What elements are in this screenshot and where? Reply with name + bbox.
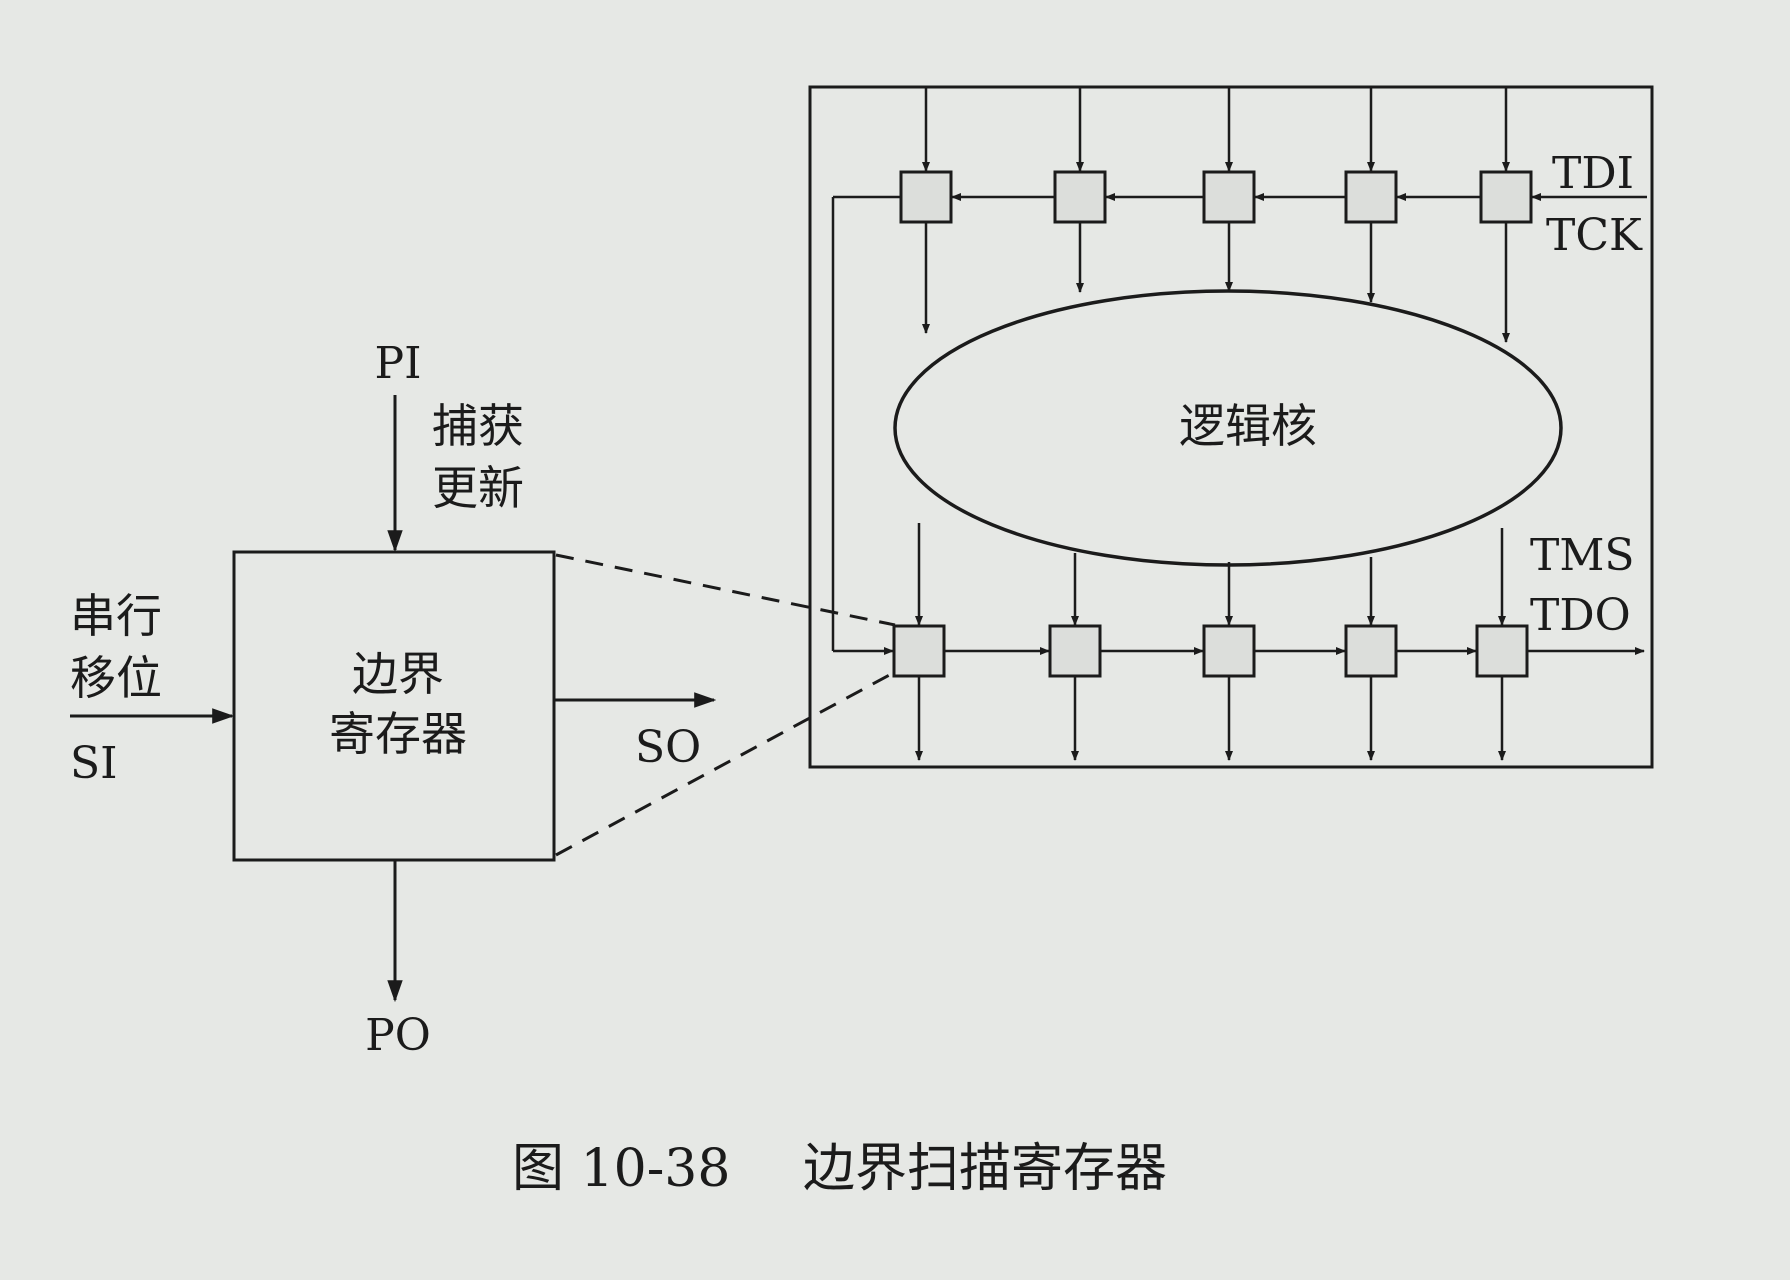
boundary-cell-bottom [892, 624, 946, 678]
so-label: SO [635, 722, 701, 773]
boundary-cells [892, 170, 1533, 678]
logic-core-label: 逻辑核 [1179, 399, 1317, 453]
tms-label: TMS [1530, 530, 1635, 581]
boundary-register-block: 边界 寄存器 PI 捕获 更新 串行 移位 SI SO PO [70, 338, 717, 1061]
si-label: SI [70, 738, 118, 789]
boundary-cell-bottom [1475, 624, 1529, 678]
chip-block: 逻辑核 TDI TCK TMS TDO [808, 85, 1654, 769]
zoom-dashed-line-top [555, 553, 896, 627]
figure-title: 边界扫描寄存器 [803, 1139, 1167, 1199]
boundary-cell-bottom [1202, 624, 1256, 678]
boundary-register-label-line2: 寄存器 [329, 707, 467, 761]
boundary-cell-bottom [1048, 624, 1102, 678]
pi-label: PI [375, 338, 422, 389]
boundary-cell-bottom [1344, 624, 1398, 678]
po-label: PO [365, 1010, 431, 1061]
boundary-cell-top [1344, 170, 1398, 224]
boundary-register-label-line1: 边界 [352, 647, 444, 701]
figure-caption: 图 10-38 边界扫描寄存器 [512, 1139, 1167, 1199]
boundary-cell-top [1202, 170, 1256, 224]
shift-label: 移位 [70, 651, 162, 705]
tdo-label: TDO [1530, 590, 1631, 641]
boundary-cell-top [1479, 170, 1533, 224]
tck-label: TCK [1546, 210, 1643, 261]
capture-label: 捕获 [432, 399, 524, 453]
zoom-dashed-line-bottom [555, 670, 896, 857]
figure-number: 图 10-38 [512, 1139, 730, 1199]
boundary-cell-top [1053, 170, 1107, 224]
update-label: 更新 [432, 461, 524, 515]
scan-wires [831, 87, 1647, 761]
serial-label: 串行 [70, 589, 162, 643]
tdi-label: TDI [1552, 148, 1634, 199]
boundary-cell-top [899, 170, 953, 224]
boundary-register-box [232, 550, 556, 862]
chip-outline [808, 85, 1654, 769]
